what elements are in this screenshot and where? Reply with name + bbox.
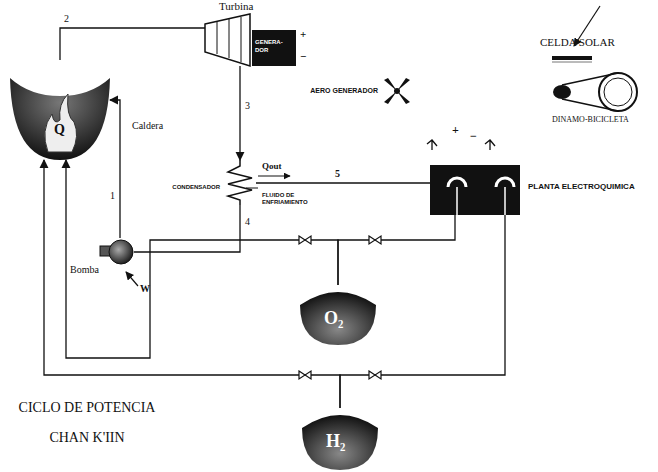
bicycle-dynamo-shape xyxy=(552,72,642,112)
turbine: Turbina xyxy=(205,14,250,66)
pipe-connector xyxy=(256,182,430,183)
boiler-shape xyxy=(10,60,110,160)
condenser-shape xyxy=(224,160,256,205)
pipe-connector xyxy=(60,28,205,60)
pipe-connector xyxy=(338,215,455,285)
pipe-connector xyxy=(44,160,340,408)
node-text: CONDENSADOR xyxy=(172,184,220,191)
work-arrow xyxy=(126,272,138,286)
fluid-label: FLUIDO DE ENFRIAMIENTO xyxy=(262,192,332,205)
node-text: H₂ xyxy=(326,432,345,452)
polarity-sign: + xyxy=(452,124,459,137)
heat-out-arrow xyxy=(258,176,290,177)
callout-number: 5 xyxy=(335,168,340,179)
pipe-connector xyxy=(110,100,120,238)
callout-number: 2 xyxy=(64,13,69,24)
boiler: Q xyxy=(10,60,110,160)
pipe-connector xyxy=(66,160,338,358)
hydrogen-tank: H₂ xyxy=(302,408,378,470)
callout-number: 1 xyxy=(110,190,115,201)
pump-shape xyxy=(100,238,134,266)
electrochemical-plant: PLANTA ELECTROQUIMICA xyxy=(430,165,520,215)
electrochemical-plant-shape xyxy=(430,165,520,215)
bicycle-dynamo: DINAMO-BICICLETA xyxy=(552,72,642,112)
node-text: CELDA SOLAR xyxy=(540,36,615,48)
part-label: Caldera xyxy=(132,120,163,131)
heat-label: Qout xyxy=(262,162,282,172)
wind-turbine: AERO GENERADOR xyxy=(384,78,410,104)
generator: GENERA- DOR xyxy=(252,30,296,66)
pipe-connector xyxy=(239,66,240,160)
solar-cell: CELDA SOLAR xyxy=(552,54,592,62)
work-label: W xyxy=(140,283,150,294)
pump: Bomba xyxy=(100,238,134,266)
diagram-title: CICLO DE POTENCIA CHAN K'IIN xyxy=(12,393,162,453)
node-text: O₂ xyxy=(324,309,343,329)
polarity-sign: − xyxy=(300,50,306,62)
node-text: Bomba xyxy=(70,264,99,275)
node-text: Turbina xyxy=(219,0,253,12)
callout-number: 3 xyxy=(245,100,250,111)
node-text: AERO GENERADOR xyxy=(310,87,378,95)
polarity-sign: − xyxy=(470,130,477,143)
callout-number: 4 xyxy=(245,216,250,227)
polarity-sign: + xyxy=(300,28,306,40)
valve-symbol xyxy=(299,236,381,379)
node-text: DINAMO-BICICLETA xyxy=(552,116,629,125)
node-text: GENERA- DOR xyxy=(255,38,293,55)
node-text: PLANTA ELECTROQUIMICA xyxy=(528,183,635,192)
oxygen-tank: O₂ xyxy=(300,285,376,345)
node-text: Q xyxy=(54,122,65,137)
turbine-shape xyxy=(205,14,250,66)
condenser: CONDENSADOR xyxy=(224,160,256,205)
wind-turbine-shape xyxy=(384,78,410,104)
solar-cell-shape xyxy=(552,54,592,62)
supply-terminal xyxy=(427,140,495,150)
